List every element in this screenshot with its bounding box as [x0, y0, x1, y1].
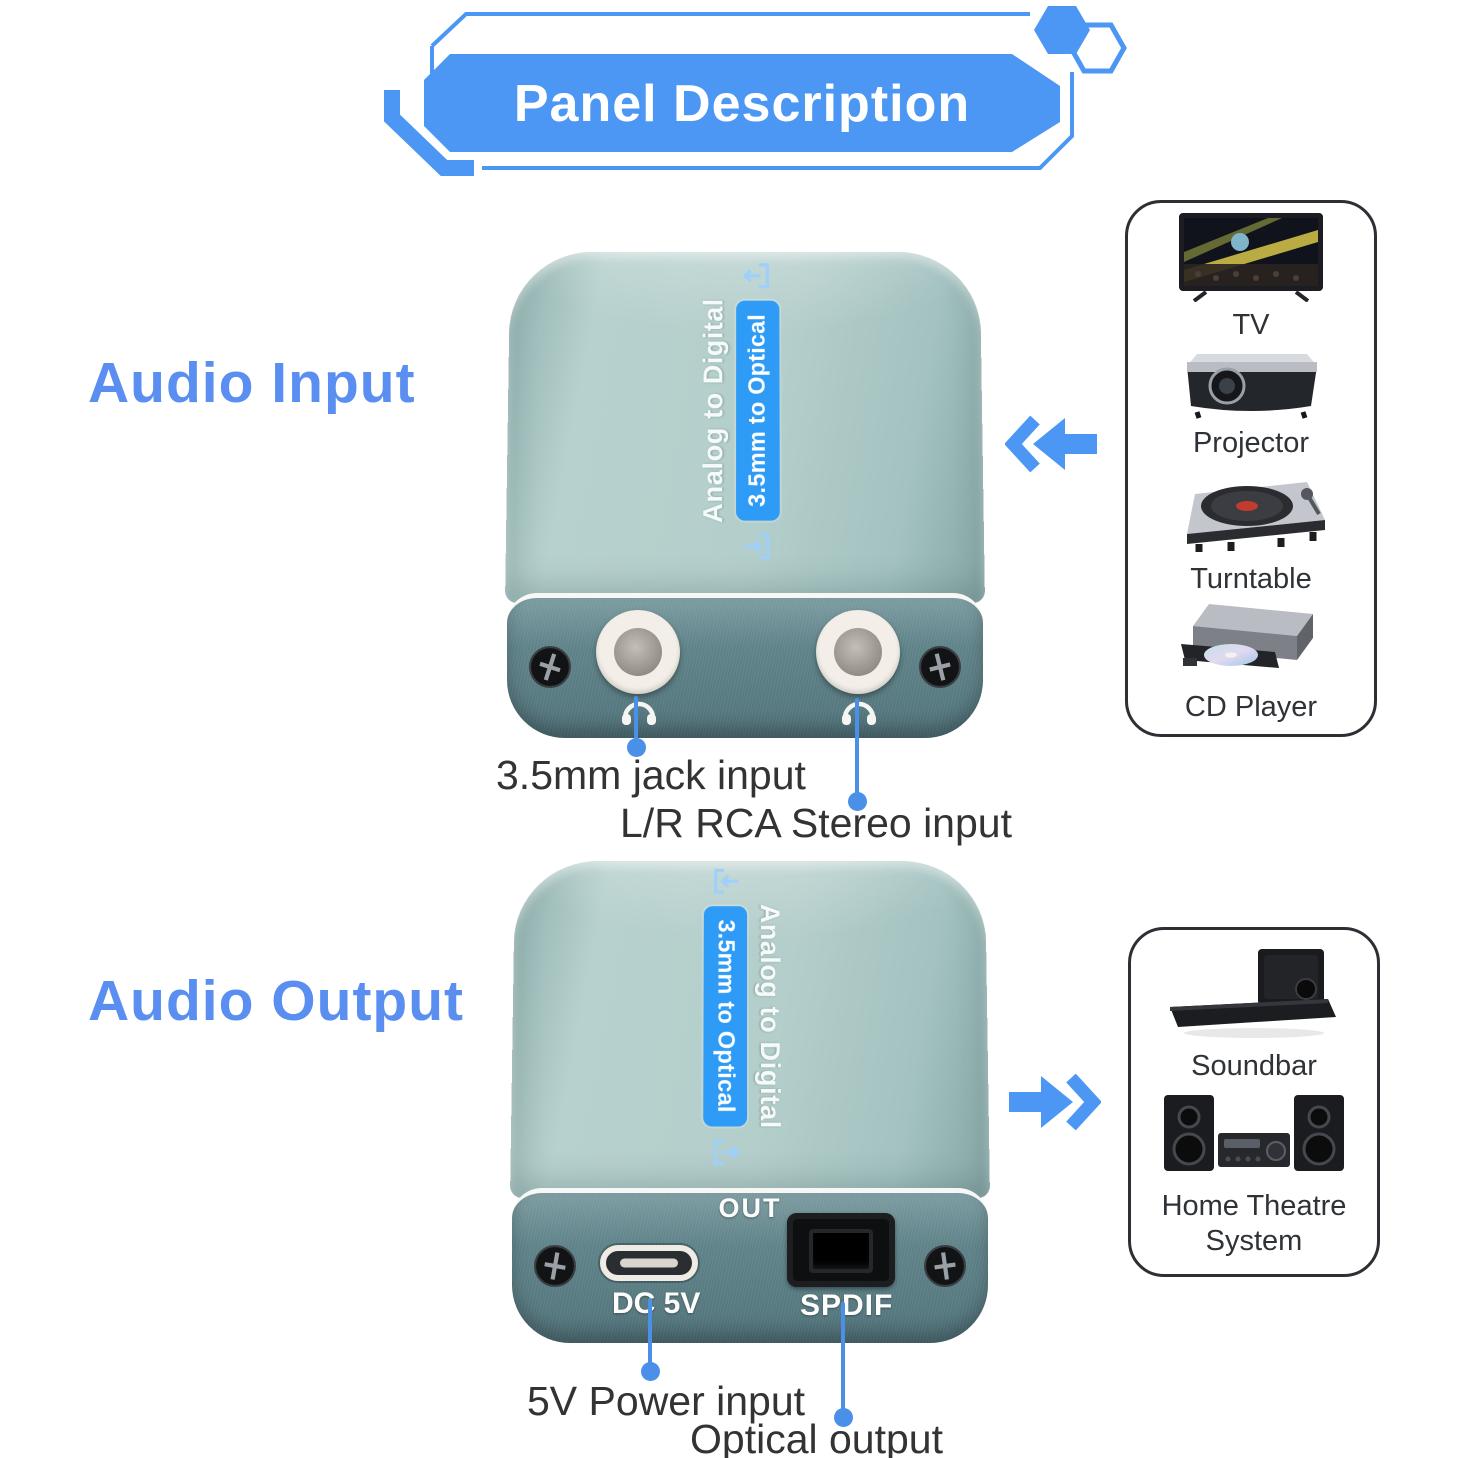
- callout-dot: [848, 792, 867, 811]
- callout-3-5mm-jack-input: 3.5mm jack input: [496, 752, 806, 798]
- audio-out-icon: [709, 1135, 743, 1169]
- screw-icon: [924, 1245, 966, 1287]
- callout-line: [634, 696, 638, 744]
- hexagon-icon: [1034, 6, 1090, 54]
- callout-optical-output: Optical output: [690, 1416, 943, 1458]
- source-item-turntable: Turntable: [1171, 462, 1331, 597]
- callout-line: [648, 1298, 652, 1368]
- projector-image: [1187, 354, 1317, 419]
- audio-output-heading: Audio Output: [88, 969, 465, 1033]
- headphone-icon: [622, 701, 656, 725]
- converter-output-view: Analog to Digital 3.5mm to Optical OUT: [510, 853, 990, 1358]
- callout-line: [841, 1302, 845, 1414]
- source-label-turntable: Turntable: [1190, 563, 1312, 596]
- input-panel: [507, 593, 983, 738]
- callout-dot: [834, 1408, 853, 1427]
- screw-icon: [919, 646, 961, 688]
- audio-sources-panel: TV Projector T: [1125, 200, 1377, 737]
- source-item-cd-player: CD Player: [1175, 598, 1327, 725]
- home-theatre-image: [1164, 1095, 1344, 1172]
- source-item-tv: TV: [1178, 212, 1324, 343]
- sink-label-home-theatre: Home Theatre System: [1161, 1190, 1347, 1257]
- sink-label-soundbar: Soundbar: [1191, 1050, 1317, 1083]
- device-main-label: Analog to Digital: [755, 903, 787, 1129]
- audio-sinks-panel: Soundbar Home Theatre System: [1128, 927, 1380, 1277]
- device-sub-label: 3.5mm to Optical: [735, 300, 780, 521]
- tv-image: [1179, 213, 1323, 303]
- spdif-optical-port: [787, 1213, 895, 1287]
- audio-in-icon: [741, 530, 775, 564]
- dc-5v-label: DC 5V: [612, 1287, 701, 1320]
- arrow-left-icon: [1005, 415, 1097, 473]
- callout-line: [855, 698, 859, 798]
- sink-item-home-theatre: Home Theatre System: [1139, 1091, 1369, 1259]
- callout-dot: [627, 738, 646, 757]
- source-label-projector: Projector: [1192, 427, 1310, 460]
- callout-5v-power-input: 5V Power input: [527, 1378, 806, 1424]
- banner-corner-bracket: [384, 90, 474, 176]
- output-panel: OUT DC 5V SPDIF: [512, 1188, 988, 1343]
- callout-dot: [641, 1362, 660, 1381]
- out-label: OUT: [718, 1193, 782, 1223]
- converter-input-view: Analog to Digital 3.5mm to Optical: [505, 243, 985, 738]
- jack-rca-stereo-input: [816, 610, 900, 694]
- arrow-right-icon: [1009, 1073, 1101, 1131]
- turntable-image: [1187, 482, 1325, 553]
- source-item-projector: Projector: [1175, 344, 1327, 461]
- source-label-cd-player: CD Player: [1184, 691, 1318, 724]
- cd-player-image: [1181, 604, 1313, 669]
- audio-input-heading: Audio Input: [88, 351, 416, 415]
- callout-rca-stereo-input: L/R RCA Stereo input: [620, 800, 1012, 846]
- source-label-tv: TV: [1232, 309, 1270, 342]
- audio-in-icon: [709, 865, 742, 898]
- headphone-icon: [842, 701, 876, 725]
- usbc-power-port: [600, 1245, 698, 1281]
- device-top-print: Analog to Digital 3.5mm to Optical: [697, 885, 793, 1148]
- banner-frame: Panel Description: [384, 6, 1127, 176]
- sink-item-soundbar: Soundbar: [1164, 945, 1344, 1084]
- audio-out-icon: [741, 259, 774, 292]
- soundbar-image: [1170, 949, 1336, 1039]
- spdif-label: SPDIF: [800, 1289, 894, 1322]
- screw-icon: [534, 1245, 576, 1287]
- banner-title: Panel Description: [514, 75, 970, 133]
- screw-icon: [529, 646, 571, 688]
- jack-3-5mm-input: [596, 610, 680, 694]
- device-top-print: Analog to Digital 3.5mm to Optical: [690, 280, 786, 543]
- device-body: Analog to Digital 3.5mm to Optical: [505, 251, 985, 603]
- device-body: Analog to Digital 3.5mm to Optical: [510, 861, 990, 1198]
- device-main-label: Analog to Digital: [696, 298, 728, 524]
- banner-button: [424, 54, 1060, 152]
- device-sub-label: 3.5mm to Optical: [703, 906, 748, 1127]
